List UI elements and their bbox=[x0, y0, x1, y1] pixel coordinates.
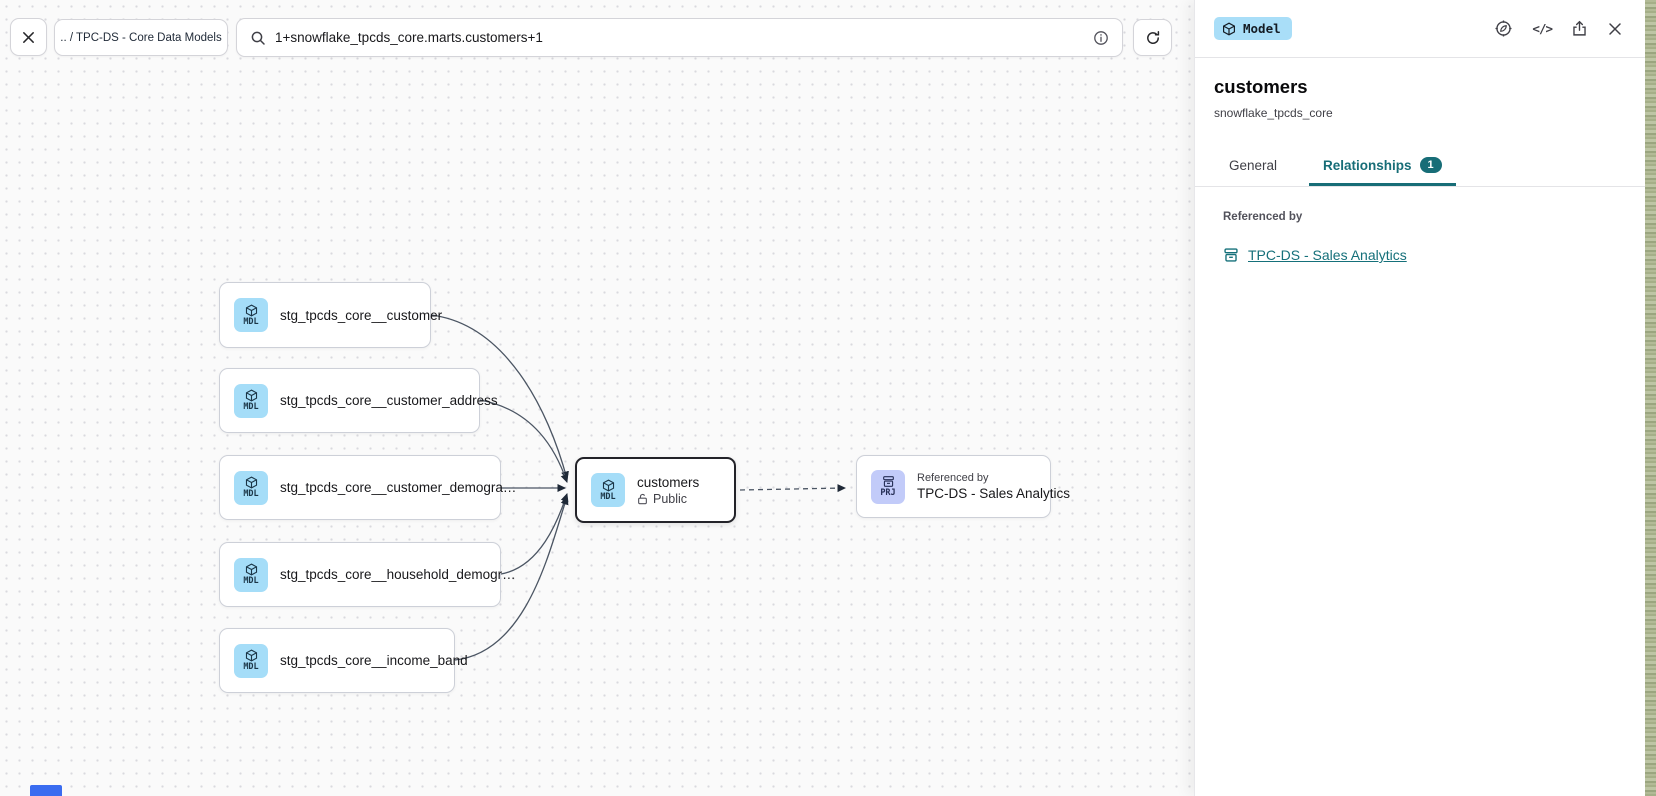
model-node-stg-tpcds-core-customer[interactable]: MDL stg_tpcds_core__customer bbox=[219, 282, 442, 348]
panel-tabs: General Relationships 1 bbox=[1195, 146, 1645, 187]
cube-icon bbox=[245, 303, 258, 317]
project-node-tpcds-sales-analytics[interactable]: PRJ Referenced by TPC-DS - Sales Analyti… bbox=[856, 455, 1070, 518]
close-lineage-button[interactable] bbox=[10, 18, 47, 56]
model-type-badge: Model bbox=[1214, 17, 1292, 40]
close-icon bbox=[21, 30, 36, 45]
node-label: stg_tpcds_core__customer_address bbox=[280, 393, 498, 408]
lineage-selector-input[interactable] bbox=[275, 30, 1084, 45]
node-label: customers bbox=[637, 474, 700, 490]
node-label: stg_tpcds_core__household_demogr… bbox=[280, 567, 516, 582]
info-icon[interactable] bbox=[1093, 30, 1109, 46]
close-panel-icon[interactable] bbox=[1607, 21, 1623, 37]
cube-icon bbox=[245, 389, 258, 402]
model-node-stg-tpcds-core-household-demographics[interactable]: MDL stg_tpcds_core__household_demogr… bbox=[219, 542, 516, 607]
cube-icon bbox=[245, 563, 258, 576]
unlock-icon bbox=[637, 493, 648, 505]
code-icon[interactable]: </> bbox=[1532, 21, 1553, 36]
project-chip: PRJ bbox=[871, 469, 905, 504]
cube-icon bbox=[602, 478, 615, 492]
tab-general-label: General bbox=[1229, 157, 1278, 173]
chip-type-label: PRJ bbox=[880, 488, 896, 498]
chip-type-label: MDL bbox=[243, 489, 259, 499]
canvas-blue-indicator bbox=[30, 785, 62, 796]
page-title: customers bbox=[1214, 76, 1308, 97]
details-panel: Model </> customers snowflake_tpcds_core bbox=[1194, 0, 1645, 796]
archive-icon bbox=[882, 475, 895, 488]
model-chip: MDL bbox=[234, 383, 268, 418]
cube-icon bbox=[1222, 22, 1236, 36]
node-caption: Referenced by bbox=[917, 472, 989, 484]
tab-general[interactable]: General bbox=[1215, 146, 1291, 186]
refresh-button[interactable] bbox=[1133, 19, 1172, 56]
breadcrumb[interactable]: .. / TPC-DS - Core Data Models bbox=[54, 19, 228, 56]
lineage-canvas[interactable]: MDL stg_tpcds_core__customer MDL stg_tpc… bbox=[0, 0, 1194, 796]
desktop-background-sliver bbox=[1645, 0, 1656, 796]
lineage-edges bbox=[430, 314, 846, 661]
model-type-label: Model bbox=[1243, 21, 1281, 36]
referenced-by-label: Referenced by bbox=[1223, 211, 1303, 223]
cube-icon bbox=[245, 649, 258, 662]
lineage-selector-bar[interactable] bbox=[236, 18, 1123, 57]
node-label: stg_tpcds_core__customer_demogra… bbox=[280, 480, 517, 495]
project-subtitle: snowflake_tpcds_core bbox=[1214, 106, 1333, 120]
tab-relationships-label: Relationships bbox=[1323, 157, 1412, 173]
model-chip: MDL bbox=[234, 470, 268, 505]
node-label: TPC-DS - Sales Analytics bbox=[917, 486, 1071, 501]
search-icon bbox=[250, 30, 266, 46]
model-node-stg-tpcds-core-customer-demographics[interactable]: MDL stg_tpcds_core__customer_demogra… bbox=[219, 455, 516, 520]
model-chip: MDL bbox=[591, 473, 625, 507]
model-node-customers-selected[interactable]: MDL customers Public bbox=[575, 457, 736, 523]
node-label: stg_tpcds_core__customer bbox=[280, 307, 443, 323]
model-node-stg-tpcds-core-income-band[interactable]: MDL stg_tpcds_core__income_band bbox=[219, 628, 468, 693]
chip-type-label: MDL bbox=[243, 576, 259, 586]
relationships-count-badge: 1 bbox=[1419, 157, 1442, 173]
refresh-icon bbox=[1145, 30, 1161, 46]
node-visibility: Public bbox=[653, 491, 688, 506]
chip-type-label: MDL bbox=[243, 402, 259, 412]
model-chip: MDL bbox=[234, 557, 268, 592]
details-panel-header: Model </> bbox=[1195, 0, 1645, 58]
reference-project-link[interactable]: TPC-DS - Sales Analytics bbox=[1248, 247, 1407, 263]
node-label: stg_tpcds_core__income_band bbox=[280, 653, 468, 668]
model-chip: MDL bbox=[234, 298, 268, 332]
model-chip: MDL bbox=[234, 643, 268, 678]
explore-compass-icon[interactable] bbox=[1494, 19, 1513, 38]
share-icon[interactable] bbox=[1571, 20, 1588, 37]
archive-icon bbox=[1223, 247, 1239, 263]
tab-relationships[interactable]: Relationships 1 bbox=[1309, 146, 1456, 186]
chip-type-label: MDL bbox=[243, 316, 259, 327]
model-node-stg-tpcds-core-customer-address[interactable]: MDL stg_tpcds_core__customer_address bbox=[219, 368, 498, 433]
chip-type-label: MDL bbox=[243, 662, 259, 672]
cube-icon bbox=[245, 476, 258, 489]
chip-type-label: MDL bbox=[600, 491, 616, 502]
breadcrumb-label: .. / TPC-DS - Core Data Models bbox=[60, 31, 222, 44]
